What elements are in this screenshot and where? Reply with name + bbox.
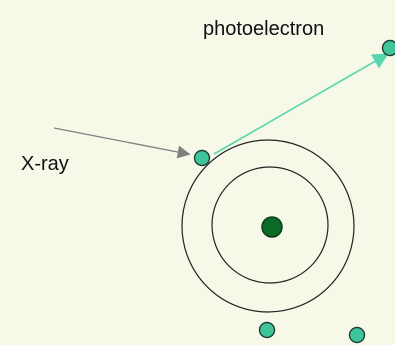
xray-label: X-ray [21, 153, 69, 175]
outer-orbit [181, 139, 355, 313]
photoelectron [381, 39, 395, 57]
ejected-electron [193, 149, 211, 167]
bottom-electron [258, 321, 276, 339]
nucleus [261, 216, 283, 238]
photoelectron-path-arrow [213, 53, 389, 155]
outer-electron [348, 326, 366, 344]
inner-orbit [211, 166, 329, 284]
photoelectron-label: photoelectron [203, 18, 325, 40]
incoming-xray-arrow [53, 127, 191, 159]
